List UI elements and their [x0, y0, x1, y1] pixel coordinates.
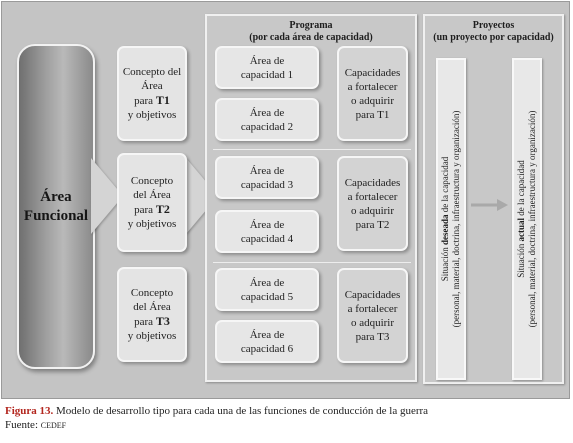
- current-keyword: actual: [516, 217, 526, 242]
- concept-text: y objetivos: [127, 330, 177, 342]
- area-text: Área de: [249, 54, 285, 67]
- capacity-text: Capacidades: [344, 288, 401, 301]
- area-text: Área de: [249, 164, 285, 177]
- concept-box-t2: Concepto del Área para T2 y objetivos: [117, 153, 187, 252]
- programa-subtitle: (por cada área de capacidad): [249, 32, 373, 43]
- capacity-text: para T1: [355, 108, 390, 121]
- area-text: Área de: [249, 218, 285, 231]
- area-text: Área de: [249, 276, 285, 289]
- capacity-text: para T2: [355, 218, 390, 231]
- programa-title: Programa: [289, 20, 333, 31]
- capacity-text: para T3: [355, 330, 390, 343]
- concept-text: Concepto del: [122, 66, 182, 78]
- concept-text: y objetivos: [127, 109, 177, 121]
- desired-situation-bar: Situación deseada de la capacidad (perso…: [436, 58, 466, 380]
- capacity-text: Capacidades: [344, 176, 401, 189]
- desired-detail: (personal, material, doctrina, infraestr…: [451, 110, 461, 328]
- area-text: Área de: [249, 106, 285, 119]
- capacities-box-t2: Capacidades a fortalecer o adquirir para…: [337, 156, 408, 251]
- capacity-text: o adquirir: [350, 94, 395, 107]
- functional-area-line2: Funcional: [23, 207, 89, 224]
- group-separator: [213, 262, 411, 263]
- capacities-box-t3: Capacidades a fortalecer o adquirir para…: [337, 268, 408, 363]
- functional-area-line1: Área: [40, 188, 72, 205]
- group-separator: [213, 149, 411, 150]
- concept-theater: T3: [155, 314, 170, 328]
- capacity-text: a fortalecer: [347, 190, 398, 203]
- capacity-text: Capacidades: [344, 66, 401, 79]
- source-label: Fuente:: [5, 419, 41, 431]
- current-detail: (personal, material, doctrina, infraestr…: [527, 110, 537, 328]
- area-text: capacidad 2: [240, 120, 294, 133]
- concept-text: Área: [141, 80, 163, 92]
- figure-label: Figura 13.: [5, 405, 54, 417]
- area-text: capacidad 4: [240, 232, 294, 245]
- area-text: capacidad 6: [240, 342, 294, 355]
- area-text: Área de: [249, 328, 285, 341]
- figure-text: Modelo de desarrollo tipo para cada una …: [53, 405, 429, 417]
- figure-source: Fuente: cedef: [5, 419, 66, 432]
- capacity-text: o adquirir: [350, 204, 395, 217]
- concept-box-t3: Concepto del Área para T3 y objetivos: [117, 267, 187, 362]
- concept-theater: T1: [155, 93, 170, 107]
- concept-text: y objetivos: [127, 218, 177, 230]
- proyectos-subtitle: (un proyecto por capacidad): [433, 32, 554, 43]
- concept-text: para: [134, 204, 154, 216]
- area-text: capacidad 3: [240, 178, 294, 191]
- desired-text: de la capacidad: [440, 156, 450, 215]
- capacity-text: o adquirir: [350, 316, 395, 329]
- desired-keyword: deseada: [440, 214, 450, 245]
- concept-text: para: [134, 316, 154, 328]
- concept-text: Concepto: [130, 287, 174, 299]
- concept-theater: T2: [155, 202, 170, 216]
- current-text: de la capacidad: [516, 160, 526, 218]
- capacity-text: a fortalecer: [347, 302, 398, 315]
- source-name: cedef: [40, 419, 67, 431]
- area-text: capacidad 1: [240, 68, 294, 81]
- capacity-text: a fortalecer: [347, 80, 398, 93]
- desired-text: Situación: [440, 245, 450, 282]
- concept-text: para: [134, 95, 154, 107]
- current-situation-bar: Situación actual de la capacidad (person…: [512, 58, 542, 380]
- concept-text: Concepto: [130, 175, 174, 187]
- current-text: Situación: [516, 241, 526, 278]
- concept-text: del Área: [133, 301, 171, 313]
- capacities-box-t1: Capacidades a fortalecer o adquirir para…: [337, 46, 408, 141]
- figure-caption: Figura 13. Modelo de desarrollo tipo par…: [5, 405, 428, 418]
- proyectos-title: Proyectos: [472, 20, 515, 31]
- functional-area-box: Área Funcional: [17, 44, 95, 369]
- area-text: capacidad 5: [240, 290, 294, 303]
- concept-text: del Área: [133, 189, 171, 201]
- concept-box-t1: Concepto del Área para T1 y objetivos: [117, 46, 187, 141]
- right-arrow-icon: [471, 199, 508, 211]
